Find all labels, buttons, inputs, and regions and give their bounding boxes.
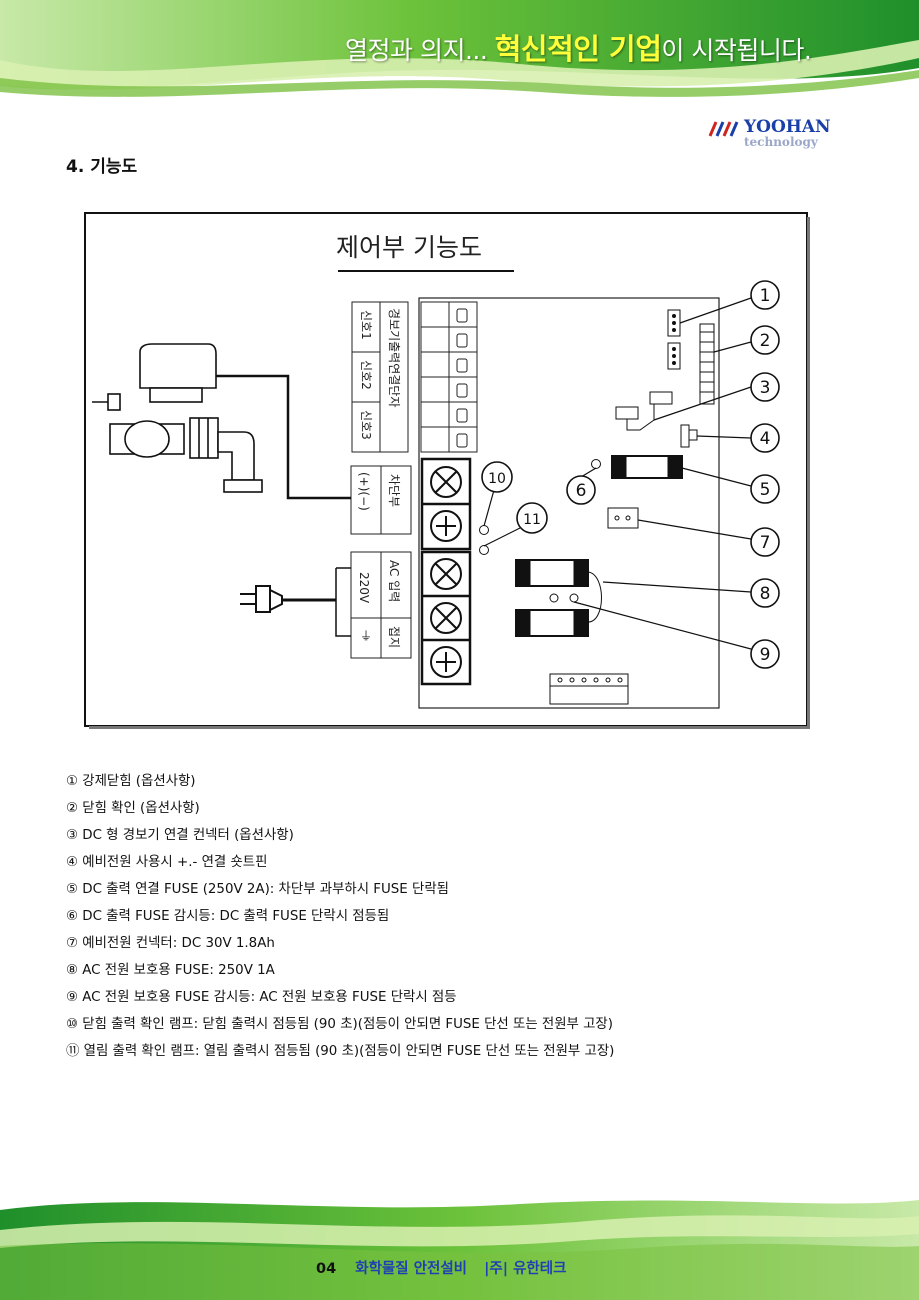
leader-lines — [483, 297, 752, 650]
bottom-connector-icon — [549, 673, 629, 705]
legend-item: ⑪ 열림 출력 확인 램프: 열림 출력시 점등됨 (90 초)(점등이 안되면… — [66, 1044, 615, 1059]
page-number: 04 — [316, 1261, 337, 1277]
screw-terminal-block-upper — [420, 457, 472, 551]
legend-item: ① 강제닫힘 (옵션사항) — [66, 774, 196, 789]
power-plug-icon — [240, 585, 336, 613]
legend-list: ① 강제닫힘 (옵션사항) ② 닫힘 확인 (옵션사항) ③ DC 형 경보기 … — [66, 768, 614, 1065]
callout-8: 8 — [760, 584, 771, 604]
ac-input-label: AC 입력 — [387, 560, 401, 602]
connector-3-icon — [615, 391, 673, 431]
lamp-6-icon — [591, 459, 601, 469]
footer-text: 04 화학물질 안전설비 |주| 유한테크 — [316, 1257, 572, 1278]
alarm-terminal-label: 경보기출력연결단자 — [387, 308, 401, 407]
header-slogan: 열정과 의지... 혁신적인 기업이 시작됩니다. — [345, 26, 812, 68]
ground-symbol-icon: ⏚ — [360, 629, 372, 643]
plus-minus-label: (+)(−) — [357, 472, 371, 511]
signal-1-label: 신호1 — [359, 310, 373, 340]
doc-name: 화학물질 안전설비 — [355, 1261, 468, 1277]
slogan-prefix: 열정과 의지... — [345, 36, 495, 65]
legend-item: ⑤ DC 출력 연결 FUSE (250V 2A): 차단부 과부하시 FUSE… — [66, 882, 449, 897]
footer-banner — [0, 1200, 919, 1300]
lamp-10-icon — [479, 525, 489, 535]
pcb-board — [418, 297, 720, 709]
control-diagram: 제어부 기능도 경보기출력연결단자 신호1 신호2 신호3 — [84, 212, 810, 729]
legend-item: ⑩ 닫힘 출력 확인 램프: 닫힘 출력시 점등됨 (90 초)(점등이 안되면… — [66, 1017, 613, 1032]
logo-stripes-icon — [708, 121, 739, 137]
legend-item: ⑧ AC 전원 보호용 FUSE: 250V 1A — [66, 963, 275, 978]
lamp-11-icon — [479, 545, 489, 555]
callout-10: 10 — [488, 471, 506, 487]
signal-2-label: 신호2 — [359, 360, 373, 390]
screw-terminal-block-lower — [420, 550, 472, 686]
logo-name: YOOHAN — [743, 117, 831, 137]
legend-item: ⑨ AC 전원 보호용 FUSE 감시등: AC 전원 보호용 FUSE 단락시… — [66, 990, 457, 1005]
header-banner — [0, 0, 919, 97]
callout-11: 11 — [523, 512, 541, 528]
company-logo: YOOHAN technology — [708, 117, 831, 149]
slogan-suffix: 이 시작됩니다. — [661, 36, 812, 65]
header-pins-icon — [699, 323, 715, 405]
company-name: |주| 유한테크 — [484, 1261, 567, 1277]
connector-1-icon — [667, 309, 681, 337]
lamp-ac-icon — [549, 593, 559, 603]
callout-5: 5 — [760, 480, 771, 500]
callout-6: 6 — [576, 481, 587, 501]
legend-item: ③ DC 형 경보기 연결 컨넥터 (옵션사항) — [66, 828, 294, 843]
connector-2-icon — [667, 342, 681, 370]
battery-connector-7-icon — [607, 507, 639, 529]
voltage-label: 220V — [357, 572, 371, 604]
lamp-9-icon — [569, 593, 579, 603]
legend-item: ⑥ DC 출력 FUSE 감시등: DC 출력 FUSE 단락시 점등됨 — [66, 909, 390, 924]
slogan-highlight: 혁신적인 기업 — [494, 32, 662, 66]
fuse-8-icon — [515, 559, 602, 637]
short-pin-4-icon — [680, 424, 698, 448]
callout-7: 7 — [760, 533, 771, 553]
valve-actuator-icon — [92, 343, 263, 493]
ground-label: 접지 — [387, 626, 401, 648]
logo-sub: technology — [744, 135, 819, 149]
legend-item: ② 닫힘 확인 (옵션사항) — [66, 801, 200, 816]
callout-9: 9 — [760, 645, 771, 665]
callout-3: 3 — [760, 378, 771, 398]
callout-4: 4 — [760, 429, 771, 449]
callout-circles — [481, 280, 780, 669]
legend-item: ⑦ 예비전원 컨넥터: DC 30V 1.8Ah — [66, 936, 275, 951]
callout-1: 1 — [760, 286, 771, 306]
diagram-title: 제어부 기능도 — [336, 233, 482, 262]
alarm-terminal-block — [420, 301, 478, 453]
section-title: 4. 기능도 — [66, 157, 138, 177]
fuse-5-icon — [611, 455, 683, 479]
breaker-label: 차단부 — [387, 474, 401, 507]
signal-3-label: 신호3 — [359, 410, 373, 440]
legend-item: ④ 예비전원 사용시 +.- 연결 숏트핀 — [66, 855, 268, 870]
callout-2: 2 — [760, 331, 771, 351]
